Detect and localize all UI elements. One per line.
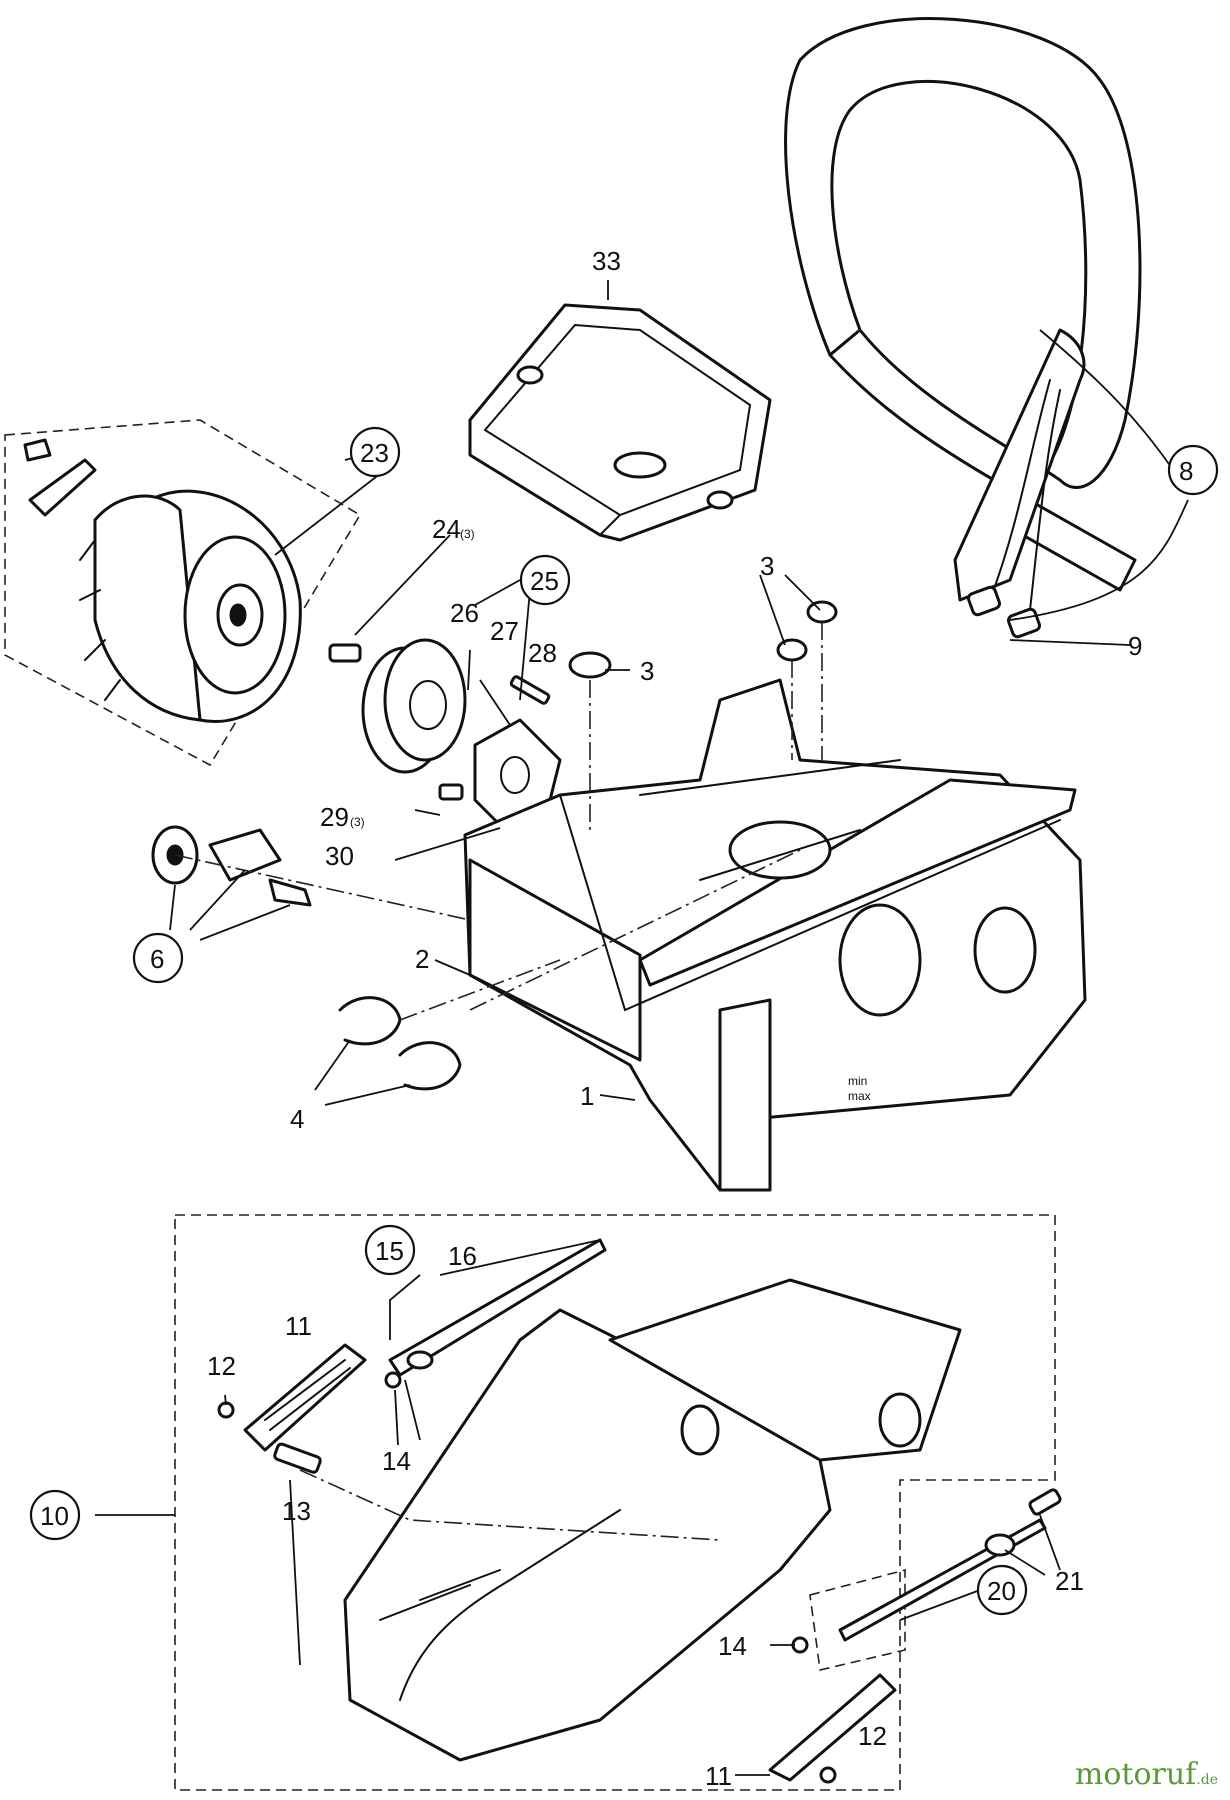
label-6: 6 xyxy=(150,944,164,974)
lower-right-parts xyxy=(768,1488,1062,1784)
label-30: 30 xyxy=(325,841,354,871)
max-mark: max xyxy=(848,1089,871,1103)
rear-handle-box xyxy=(174,1214,1056,1791)
callout-circle-25 xyxy=(519,554,571,606)
label-10: 10 xyxy=(40,1501,69,1531)
label-2: 2 xyxy=(415,944,429,974)
label-9: 9 xyxy=(1128,631,1142,661)
callout-circle-15 xyxy=(364,1224,416,1276)
part-4 xyxy=(338,959,561,1091)
label-11-lower: 11 xyxy=(705,1761,732,1791)
handle-bar xyxy=(784,17,1142,639)
crankcase: min max xyxy=(463,678,1087,1192)
label-12-upper: 12 xyxy=(207,1351,236,1381)
part-6 xyxy=(151,825,471,921)
label-27: 27 xyxy=(490,616,519,646)
label-3-lower: 3 xyxy=(640,656,654,686)
min-mark: min xyxy=(848,1074,867,1088)
watermark-tld: .de xyxy=(1196,1772,1218,1788)
leader-lines xyxy=(95,280,1189,1776)
label-14-lower: 14 xyxy=(718,1631,747,1661)
watermark-logo: motoruf.de xyxy=(1075,1757,1218,1792)
label-26: 26 xyxy=(450,598,479,628)
label-25: 25 xyxy=(530,566,559,596)
label-21: 21 xyxy=(1055,1566,1084,1596)
label-12-lower: 12 xyxy=(858,1721,887,1751)
clutch-parts xyxy=(328,638,562,832)
label-13: 13 xyxy=(282,1496,311,1526)
label-23: 23 xyxy=(360,438,389,468)
label-3-upper: 3 xyxy=(760,551,774,581)
throttle-parts xyxy=(217,1238,721,1541)
callout-circle-10 xyxy=(29,1489,81,1541)
watermark-name: motoruf xyxy=(1074,1757,1197,1792)
label-1: 1 xyxy=(580,1081,594,1111)
label-24-qty: (3) xyxy=(460,527,475,541)
callout-circle-20 xyxy=(976,1564,1028,1616)
callout-circle-6 xyxy=(132,932,184,984)
label-15: 15 xyxy=(375,1236,404,1266)
grommets xyxy=(568,600,838,830)
label-8: 8 xyxy=(1179,456,1193,486)
label-4: 4 xyxy=(290,1104,304,1134)
filter-housing xyxy=(468,303,772,542)
label-20: 20 xyxy=(987,1576,1016,1606)
label-29: 29 xyxy=(320,802,349,832)
label-24: 24 xyxy=(432,514,461,544)
label-33: 33 xyxy=(592,246,621,276)
label-28: 28 xyxy=(528,638,557,668)
callout-circle-23 xyxy=(349,426,401,478)
label-16: 16 xyxy=(448,1241,477,1271)
flywheel-assembly xyxy=(4,419,362,767)
callout-circle-8 xyxy=(1167,444,1219,496)
label-11-upper: 11 xyxy=(285,1311,312,1341)
label-14-upper: 14 xyxy=(382,1446,411,1476)
label-29-qty: (3) xyxy=(350,815,365,829)
